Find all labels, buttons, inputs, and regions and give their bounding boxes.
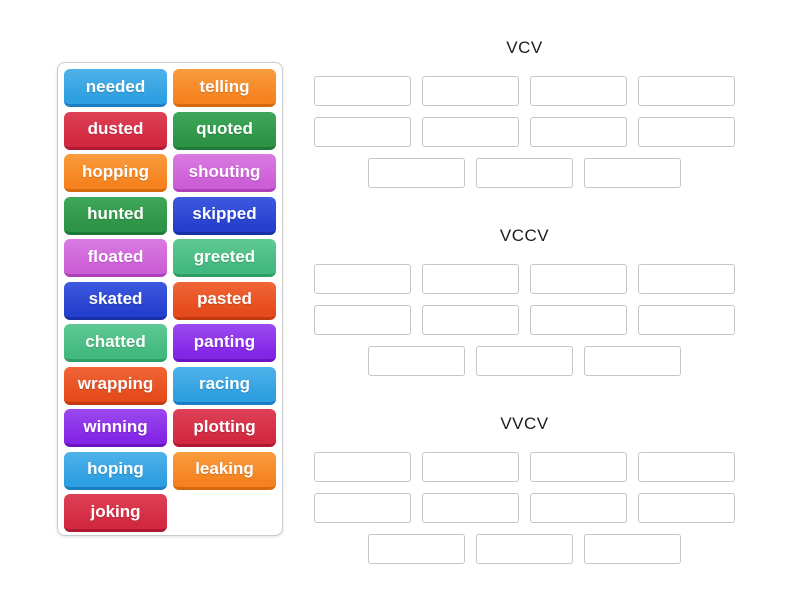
- group-vccv: VCCV: [314, 224, 735, 376]
- answer-slot[interactable]: [476, 534, 573, 564]
- answer-slot[interactable]: [638, 264, 735, 294]
- word-tile[interactable]: joking: [64, 494, 167, 532]
- answer-slot[interactable]: [530, 493, 627, 523]
- word-tile[interactable]: needed: [64, 69, 167, 107]
- word-tile[interactable]: racing: [173, 366, 276, 405]
- answer-slot[interactable]: [422, 452, 519, 482]
- answer-slot[interactable]: [314, 452, 411, 482]
- answer-slot[interactable]: [422, 117, 519, 147]
- word-tile[interactable]: leaking: [173, 451, 276, 490]
- word-tile[interactable]: skipped: [173, 196, 276, 235]
- word-tile[interactable]: hoping: [64, 451, 167, 490]
- word-tile[interactable]: plotting: [173, 409, 276, 447]
- answer-slot[interactable]: [314, 493, 411, 523]
- group-title: VCV: [506, 38, 543, 57]
- answer-slot[interactable]: [638, 493, 735, 523]
- slot-row: [314, 534, 735, 564]
- word-tile[interactable]: wrapping: [64, 366, 167, 405]
- answer-slot[interactable]: [422, 305, 519, 335]
- slot-row: [314, 158, 735, 188]
- slot-row: [314, 493, 735, 523]
- answer-slot[interactable]: [314, 264, 411, 294]
- answer-slot[interactable]: [422, 264, 519, 294]
- answer-slot[interactable]: [584, 158, 681, 188]
- word-tile[interactable]: hopping: [64, 154, 167, 192]
- word-tile[interactable]: dusted: [64, 111, 167, 150]
- group-vvcv: VVCV: [314, 412, 735, 564]
- answer-slot[interactable]: [530, 76, 627, 106]
- answer-slot[interactable]: [314, 305, 411, 335]
- answer-slot[interactable]: [638, 305, 735, 335]
- answer-slot[interactable]: [422, 493, 519, 523]
- answer-slot[interactable]: [584, 346, 681, 376]
- word-tile[interactable]: shouting: [173, 154, 276, 192]
- group-vcv: VCV: [314, 36, 735, 188]
- word-tile[interactable]: telling: [173, 69, 276, 107]
- slot-row: [314, 117, 735, 147]
- word-tile[interactable]: winning: [64, 409, 167, 447]
- slot-row: [314, 452, 735, 482]
- answer-slot[interactable]: [476, 158, 573, 188]
- word-tile[interactable]: greeted: [173, 239, 276, 277]
- word-tile[interactable]: quoted: [173, 111, 276, 150]
- answer-slot[interactable]: [530, 452, 627, 482]
- word-tile[interactable]: panting: [173, 324, 276, 362]
- slot-rows: [314, 76, 735, 188]
- group-title: VCCV: [499, 226, 550, 245]
- slot-row: [314, 264, 735, 294]
- answer-slot[interactable]: [530, 264, 627, 294]
- slot-row: [314, 76, 735, 106]
- answer-slot[interactable]: [314, 76, 411, 106]
- word-tile[interactable]: floated: [64, 239, 167, 277]
- answer-slot[interactable]: [368, 534, 465, 564]
- word-tile[interactable]: chatted: [64, 324, 167, 362]
- answer-slot[interactable]: [530, 117, 627, 147]
- slot-rows: [314, 452, 735, 564]
- word-tile[interactable]: pasted: [173, 281, 276, 320]
- word-tile[interactable]: hunted: [64, 196, 167, 235]
- answer-slot[interactable]: [314, 117, 411, 147]
- groups-column: VCV VCCV VVCV: [314, 36, 735, 600]
- answer-slot[interactable]: [638, 452, 735, 482]
- answer-slot[interactable]: [422, 76, 519, 106]
- answer-slot[interactable]: [584, 534, 681, 564]
- group-title: VVCV: [500, 414, 549, 433]
- slot-row: [314, 346, 735, 376]
- answer-slot[interactable]: [638, 76, 735, 106]
- answer-slot[interactable]: [638, 117, 735, 147]
- slot-row: [314, 305, 735, 335]
- answer-slot[interactable]: [368, 346, 465, 376]
- answer-slot[interactable]: [368, 158, 465, 188]
- word-tile[interactable]: skated: [64, 281, 167, 320]
- answer-slot[interactable]: [476, 346, 573, 376]
- slot-rows: [314, 264, 735, 376]
- answer-slot[interactable]: [530, 305, 627, 335]
